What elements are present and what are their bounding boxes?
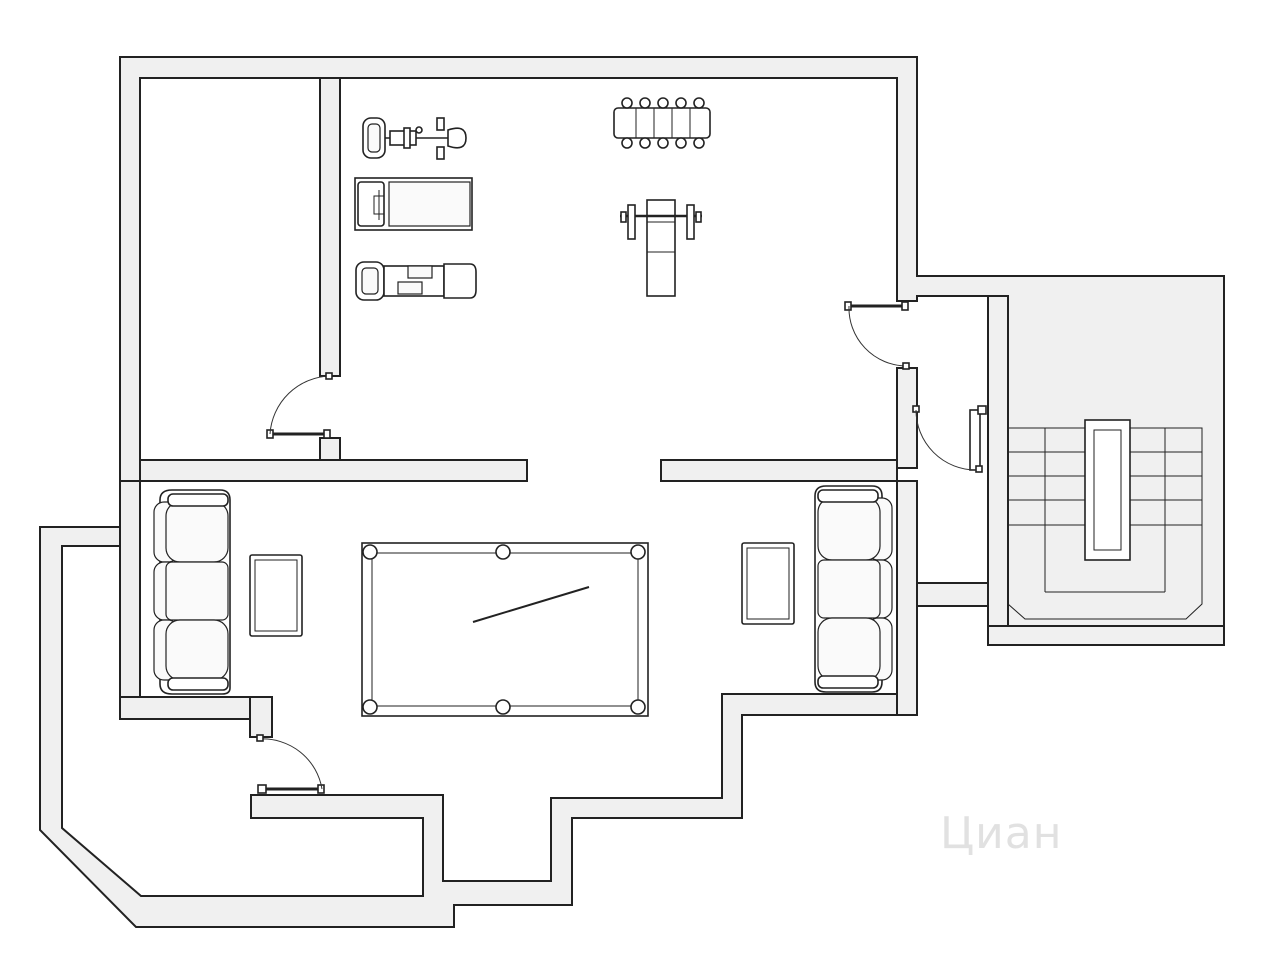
treadmill [354, 177, 473, 231]
door-gym-stair [844, 301, 910, 370]
door-lounge-bottom [256, 734, 325, 794]
wall-stair-jamb-lower [896, 367, 918, 469]
outer-wall-main [39, 56, 1225, 928]
watermark-logo: Циан [940, 808, 1063, 859]
wall-stair-inner [987, 295, 1009, 627]
pool-table [361, 542, 649, 717]
wall-lounge-right [896, 480, 918, 716]
coffee-table-left [249, 554, 303, 637]
sofa-right [814, 485, 893, 693]
staircase [1007, 419, 1203, 620]
wall-lounge-left [119, 480, 141, 720]
weight-bench [620, 199, 702, 297]
wall-hall-right [660, 459, 898, 482]
wall-lounge-jamb [249, 696, 273, 738]
door-closet [266, 372, 333, 439]
wall-hall-left [139, 459, 528, 482]
exercise-bike [362, 117, 467, 160]
coffee-table-right [741, 542, 795, 625]
wall-closet-divider-upper [319, 77, 341, 377]
dumbbell-rack [613, 97, 711, 149]
sofa-left [153, 489, 231, 695]
door-stair [912, 405, 987, 473]
elliptical-trainer [355, 261, 477, 301]
wall-stair-bottom [987, 625, 1225, 646]
